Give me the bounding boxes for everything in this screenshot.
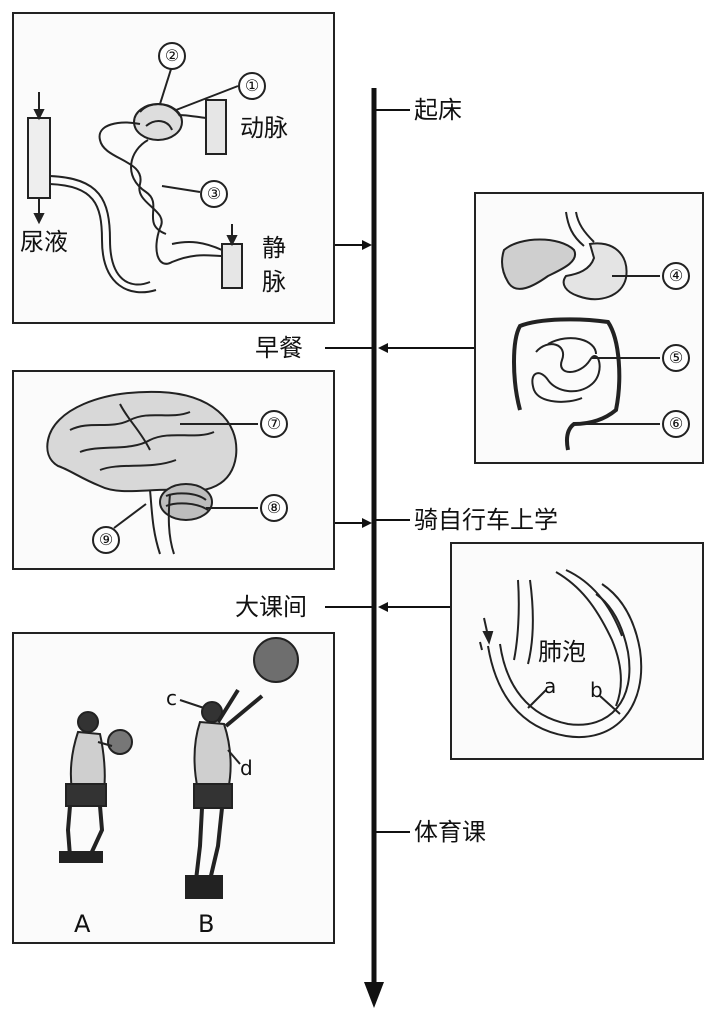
- marker-4: ④: [662, 262, 690, 290]
- event-label-bike-to-school: 骑自行车上学: [414, 506, 558, 534]
- label-a: a: [544, 674, 557, 698]
- nephron-drawing: [27, 65, 243, 294]
- brain-drawing: [46, 390, 258, 555]
- timeline-arrowhead: [364, 982, 384, 1008]
- label-vein-1: 静: [262, 234, 286, 262]
- label-player-a: A: [74, 910, 91, 938]
- label-urine: 尿液: [20, 228, 68, 256]
- marker-9: ⑨: [92, 526, 120, 554]
- event-label-wake-up: 起床: [414, 96, 462, 124]
- basketball-drawing: [59, 637, 299, 899]
- digestive-drawing: [500, 211, 660, 451]
- marker-1: ①: [238, 72, 266, 100]
- label-player-b: B: [198, 910, 215, 938]
- label-d: d: [240, 756, 253, 780]
- label-c: c: [166, 686, 177, 710]
- marker-8: ⑧: [260, 494, 288, 522]
- event-label-breakfast: 早餐: [255, 334, 303, 362]
- label-alveolus: 肺泡: [538, 638, 586, 666]
- label-vein-2: 脉: [262, 268, 286, 296]
- marker-7: ⑦: [260, 410, 288, 438]
- label-artery: 动脉: [240, 114, 288, 142]
- alveolus-panel: [450, 542, 704, 760]
- marker-3: ③: [200, 180, 228, 208]
- label-b: b: [590, 678, 603, 702]
- alveolus-drawing: [479, 569, 643, 739]
- marker-5: ⑤: [662, 344, 690, 372]
- marker-2: ②: [158, 42, 186, 70]
- event-label-pe-class: 体育课: [414, 818, 486, 846]
- event-label-big-break: 大课间: [235, 593, 307, 621]
- marker-6: ⑥: [662, 410, 690, 438]
